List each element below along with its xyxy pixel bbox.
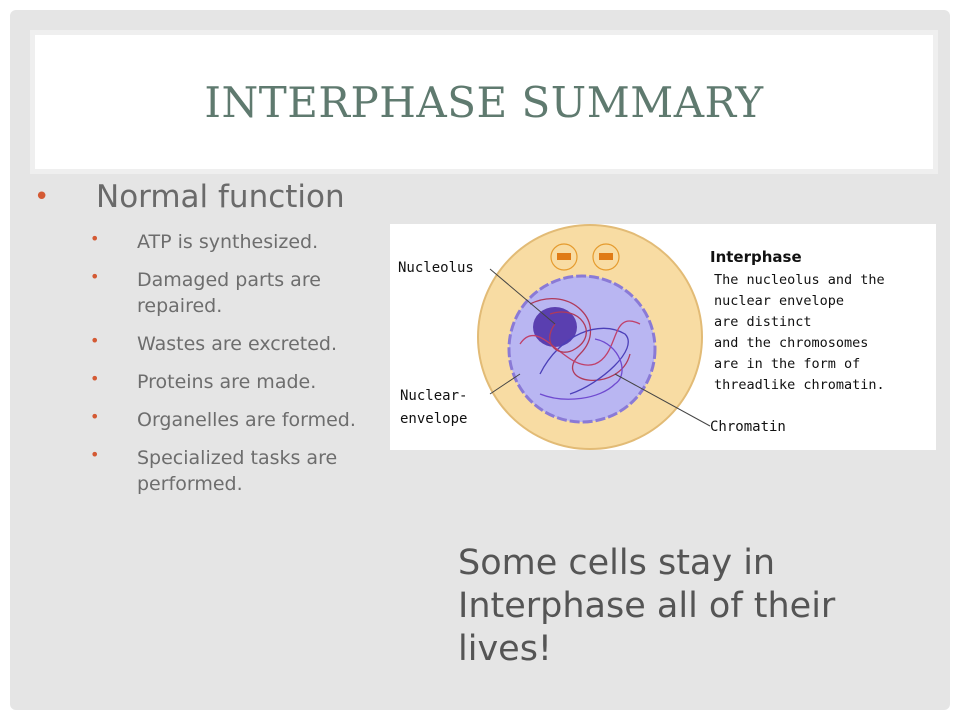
sub-bullet: • Proteins are made. [34,369,377,395]
caption-line: nuclear envelope [714,293,844,309]
interphase-diagram: Nucleolus Nuclear- envelope Chromatin In… [390,224,936,450]
main-bullet: • Normal function [34,178,394,217]
main-bullet-text: Normal function [96,179,345,215]
nuclear-label-line2: envelope [400,411,467,427]
sub-bullet-text: Wastes are excreted. [137,333,337,355]
bullet-dot-icon: • [90,331,100,350]
caption-line: are distinct [714,314,812,330]
chromatin-threads [519,298,641,400]
caption-line: and the chromosomes [714,335,868,351]
caption-line: are in the form of [714,356,860,372]
nuclear-label-line1: Nuclear- [400,388,467,404]
sub-bullet: • Damaged parts are repaired. [34,267,377,319]
sub-bullet: • Specialized tasks are performed. [34,445,377,497]
sub-bullet-text: Damaged parts are repaired. [137,269,321,317]
bullet-dot-icon: • [90,267,100,286]
sub-bullet: • Wastes are excreted. [34,331,377,357]
chromatin-label: Chromatin [710,419,786,435]
title-box: INTERPHASE SUMMARY [30,30,938,174]
diagram-heading: Interphase [710,248,802,266]
sub-bullet: • Organelles are formed. [34,407,377,433]
centrioles-icon [550,243,620,271]
slide-title: INTERPHASE SUMMARY [204,77,764,127]
chromatin-pointer [614,373,711,427]
nucleolus-pointer [489,268,556,325]
bullet-list: • Normal function • ATP is synthesized. •… [34,178,394,497]
sub-bullet-text: ATP is synthesized. [137,231,319,253]
cell-illustration: Nucleolus Nuclear- envelope Chromatin In… [398,224,885,450]
sub-bullet-text: Specialized tasks are performed. [137,447,338,495]
sub-bullet-text: Proteins are made. [137,371,317,393]
sub-bullet-list: • ATP is synthesized. • Damaged parts are … [34,229,394,497]
bullet-dot-icon: • [90,369,100,388]
bullet-dot-icon: • [90,229,100,248]
bullet-dot-icon: • [90,407,100,426]
caption-line: threadlike chromatin. [714,377,885,393]
caption-line: The nucleolus and the [714,272,885,288]
sub-bullet: • ATP is synthesized. [34,229,377,255]
nucleus [507,274,657,424]
nucleolus-label: Nucleolus [398,260,474,276]
bullet-dot-icon: • [34,182,50,212]
bullet-dot-icon: • [90,445,100,464]
nucleolus [533,307,577,347]
interphase-note: Some cells stay in Interphase all of the… [458,543,836,669]
envelope-pointer [489,373,521,395]
sub-bullet-text: Organelles are formed. [137,409,356,431]
